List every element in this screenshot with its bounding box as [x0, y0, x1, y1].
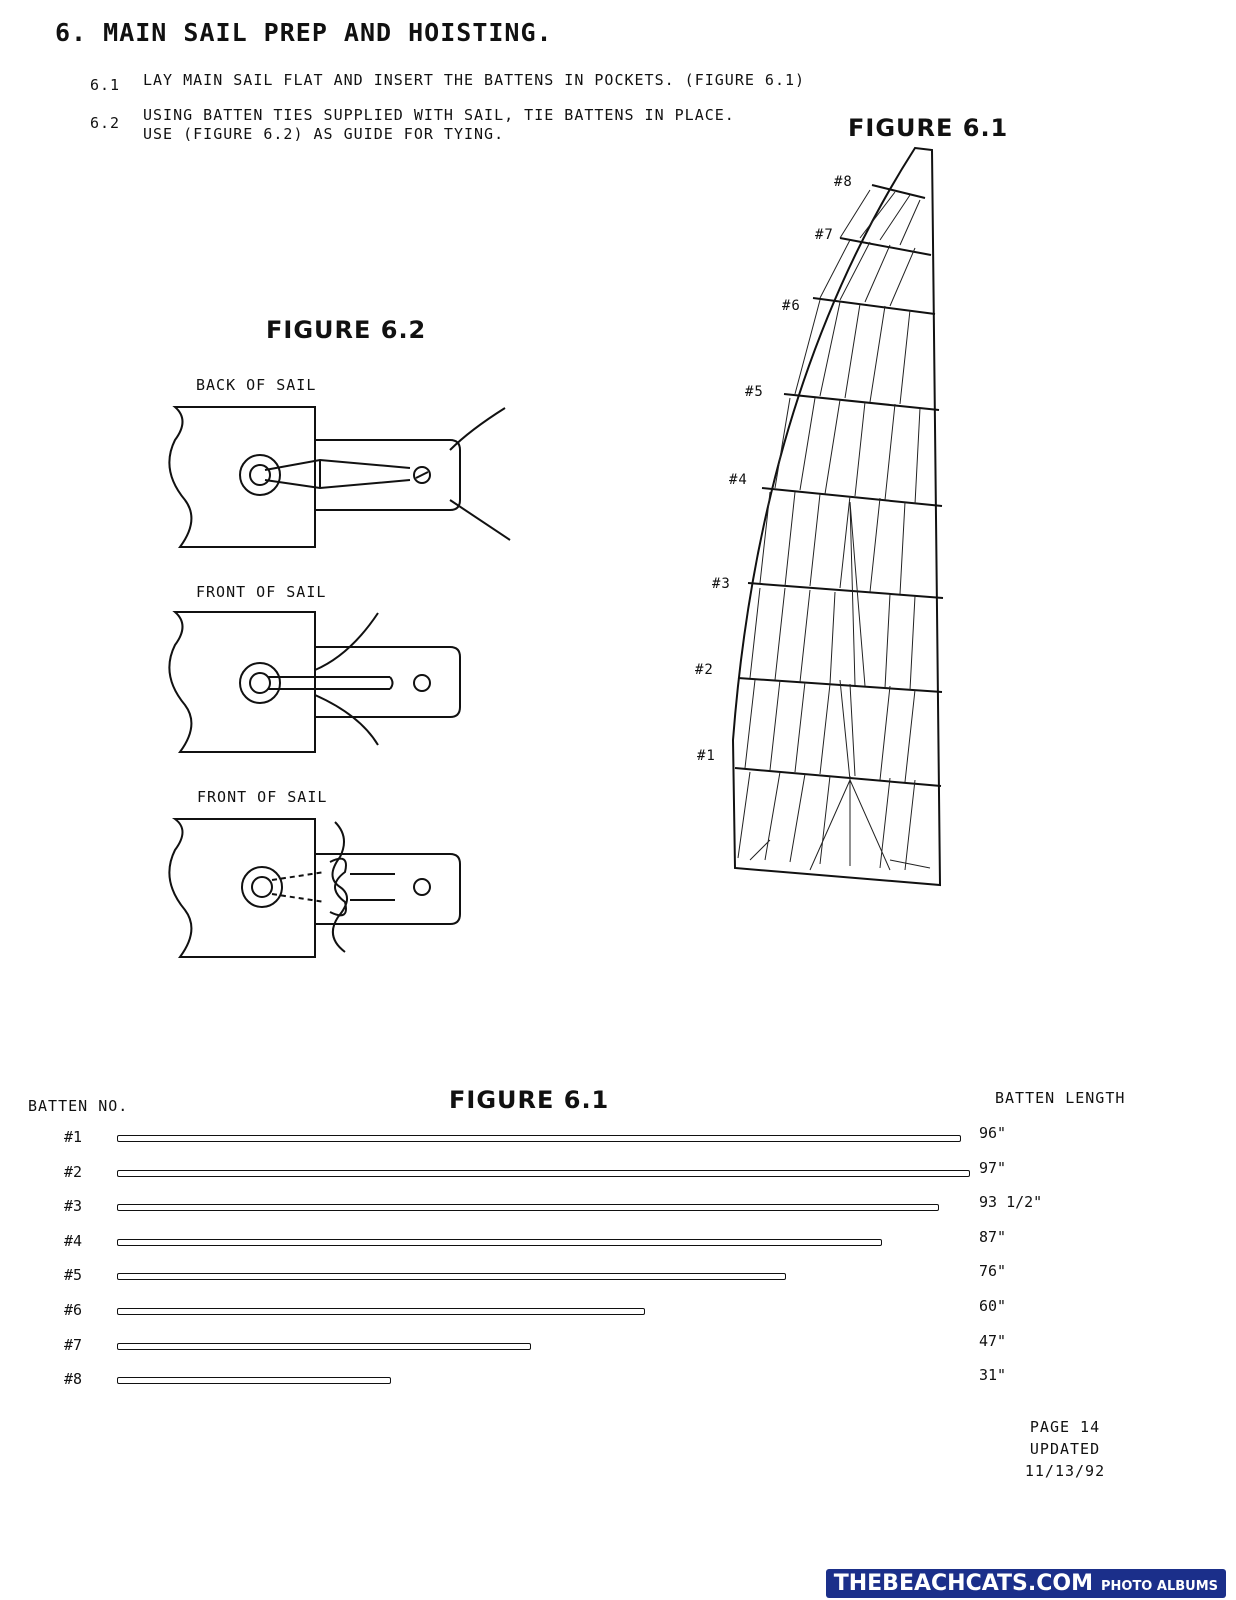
batten-table-title: FIGURE 6.1 — [449, 1086, 610, 1114]
sail-batten-line — [734, 767, 942, 787]
sail-batten-line — [747, 582, 944, 599]
batten-number: #3 — [64, 1197, 83, 1216]
batten-number: #2 — [64, 1162, 83, 1181]
figure-6-1-title: FIGURE 6.1 — [848, 114, 1009, 142]
panel-label: FRONT OF SAIL — [196, 583, 327, 601]
batten-tie-front-diagram — [168, 611, 461, 753]
sail-batten-label: #5 — [745, 384, 764, 400]
batten-no-header: BATTEN NO. — [28, 1097, 129, 1115]
sail-outline — [731, 146, 942, 887]
sail-batten-label: #3 — [712, 576, 731, 592]
site-logo: THEBEACHCATS.COM PHOTO ALBUMS — [825, 1569, 1226, 1598]
batten-bar — [117, 1342, 531, 1350]
batten-number: #1 — [64, 1128, 83, 1146]
sail-batten-label: #7 — [815, 227, 834, 243]
updated-date: UPDATED 11/13/92 — [1024, 1440, 1106, 1480]
step-text-line: USE (FIGURE 6.2) AS GUIDE FOR TYING. — [143, 125, 505, 143]
sail-batten-line — [839, 237, 932, 256]
batten-number: #6 — [64, 1301, 83, 1319]
batten-length: 93 1/2" — [979, 1193, 1043, 1212]
sail-edge — [168, 818, 316, 958]
batten-length: 60" — [979, 1297, 1007, 1315]
step-text-line: USING BATTEN TIES SUPPLIED WITH SAIL, TI… — [143, 106, 735, 124]
sail-edge — [168, 611, 316, 753]
tie-end — [449, 407, 511, 541]
batten-bar — [117, 1308, 645, 1315]
grommet — [241, 866, 283, 908]
batten-hole — [413, 674, 431, 692]
sail-batten-line — [783, 393, 940, 411]
sail-batten-label: #2 — [695, 662, 714, 678]
sail-batten-label: #4 — [729, 472, 748, 488]
batten-length: 76" — [979, 1262, 1007, 1281]
sail-batten-label: #8 — [834, 174, 853, 190]
site-logo-subtext: PHOTO ALBUMS — [1100, 1579, 1218, 1594]
batten-number: #8 — [64, 1370, 83, 1389]
batten-length: 87" — [979, 1227, 1007, 1246]
batten-hole — [413, 878, 431, 896]
site-logo-text: THEBEACHCATS.COM — [833, 1571, 1093, 1596]
step-text: LAY MAIN SAIL FLAT AND INSERT THE BATTEN… — [143, 71, 806, 89]
figure-6-2-title: FIGURE 6.2 — [266, 316, 427, 344]
batten-length-header: BATTEN LENGTH — [995, 1089, 1126, 1107]
batten-bar — [117, 1377, 391, 1385]
page-number: PAGE 14 — [1029, 1418, 1101, 1436]
batten-hole — [413, 466, 431, 484]
sail-batten-label: #6 — [782, 298, 801, 314]
sail-diagram — [731, 146, 944, 887]
batten-end — [315, 646, 461, 718]
batten-number: #7 — [64, 1335, 83, 1354]
batten-length: 97" — [979, 1158, 1007, 1177]
step-number: 6.2 — [90, 114, 121, 132]
batten-number: #5 — [64, 1266, 83, 1285]
tie-loop — [264, 458, 411, 490]
batten-number: #4 — [64, 1231, 83, 1250]
tie-end — [314, 612, 379, 746]
batten-tie-back-diagram — [168, 406, 511, 548]
sail-panel-seams — [737, 189, 931, 871]
page-heading: 6. MAIN SAIL PREP AND HOISTING. — [55, 18, 553, 47]
batten-bar — [117, 1204, 939, 1212]
grommet — [239, 454, 281, 496]
tie-strands — [268, 676, 394, 690]
step-number: 6.1 — [90, 76, 121, 94]
page-footer: PAGE 14 UPDATED 11/13/92 — [990, 1416, 1140, 1482]
panel-label: FRONT OF SAIL — [197, 788, 328, 806]
sail-batten-line — [812, 297, 936, 315]
batten-tie-knot-diagram — [168, 818, 461, 958]
batten-bar — [117, 1273, 786, 1281]
sail-batten-line — [761, 487, 943, 507]
batten-end — [315, 439, 461, 511]
batten-end — [315, 853, 461, 925]
grommet — [239, 662, 281, 704]
batten-length: 47" — [979, 1331, 1007, 1350]
sail-batten-line — [871, 184, 926, 199]
batten-bar — [117, 1135, 961, 1142]
tie-knot — [329, 821, 395, 953]
batten-length: 96" — [979, 1124, 1007, 1142]
sail-edge — [168, 406, 316, 548]
batten-bar — [117, 1238, 882, 1246]
sail-batten-label: #1 — [697, 748, 716, 764]
batten-bar — [117, 1169, 970, 1177]
step-text: USING BATTEN TIES SUPPLIED WITH SAIL, TI… — [143, 106, 735, 144]
panel-label: BACK OF SAIL — [196, 376, 317, 394]
batten-length: 31" — [979, 1366, 1007, 1385]
